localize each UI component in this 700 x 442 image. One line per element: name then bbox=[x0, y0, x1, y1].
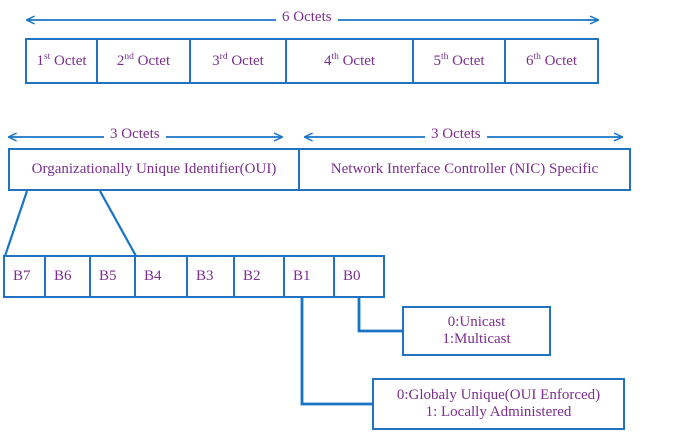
octet-suffix-1: st bbox=[43, 51, 51, 62]
callout-global-line-2: 1: Locally Administered bbox=[425, 404, 572, 420]
octet-label-3: 3rd Octet bbox=[212, 51, 264, 69]
callout-global-local[interactable]: 0:Globaly Unique(OUI Enforced) 1: Locall… bbox=[372, 378, 625, 430]
three-octets-label-nic: 3 Octets bbox=[425, 126, 487, 143]
bit-cell-b3[interactable]: B3 bbox=[186, 255, 233, 298]
bit-cell-b1[interactable]: B1 bbox=[283, 255, 333, 298]
oui-left-diagonal bbox=[3, 190, 29, 257]
octet-label-5: 5th Octet bbox=[433, 51, 485, 69]
octet-suffix-5: th bbox=[440, 51, 449, 62]
octet-cell-6[interactable]: 6th Octet bbox=[504, 38, 599, 84]
bit-cell-b6[interactable]: B6 bbox=[44, 255, 89, 298]
bit-label-b5: B5 bbox=[99, 268, 117, 285]
bit-cell-b2[interactable]: B2 bbox=[233, 255, 283, 298]
octet-suffix-6: th bbox=[533, 51, 541, 62]
bit-cell-b7[interactable]: B7 bbox=[3, 255, 44, 298]
callout-unicast-line-2: 1:Multicast bbox=[442, 331, 511, 347]
bit-cell-b5[interactable]: B5 bbox=[89, 255, 134, 298]
bit-label-b2: B2 bbox=[243, 268, 261, 285]
octet-cell-1[interactable]: 1st Octet bbox=[25, 38, 96, 84]
octet-cell-3[interactable]: 3rd Octet bbox=[189, 38, 285, 84]
octet-suffix-4: th bbox=[331, 51, 339, 62]
octet-label-4: 4th Octet bbox=[323, 51, 376, 69]
bit-label-b4: B4 bbox=[144, 268, 162, 285]
octet-suffix-2: nd bbox=[124, 51, 134, 62]
bit-label-b1: B1 bbox=[293, 268, 311, 285]
octet-label-1: 1st Octet bbox=[36, 51, 87, 69]
oui-box[interactable]: Organizationally Unique Identifier(OUI) bbox=[8, 148, 298, 191]
octet-cell-2[interactable]: 2nd Octet bbox=[96, 38, 189, 84]
callout-unicast-line-1: 0:Unicast bbox=[447, 314, 506, 331]
bit-cell-b4[interactable]: B4 bbox=[134, 255, 186, 298]
octet-cell-4[interactable]: 4th Octet bbox=[285, 38, 412, 84]
bit-label-b3: B3 bbox=[196, 268, 214, 285]
callout-global-line-1: 0:Globaly Unique(OUI Enforced) bbox=[396, 387, 601, 404]
octet-cell-5[interactable]: 5th Octet bbox=[412, 38, 504, 84]
three-octets-label-oui: 3 Octets bbox=[104, 126, 166, 143]
oui-right-diagonal bbox=[99, 190, 137, 257]
bit-cell-b0[interactable]: B0 bbox=[333, 255, 385, 298]
oui-label: Organizationally Unique Identifier(OUI) bbox=[31, 161, 277, 178]
bit-label-b6: B6 bbox=[54, 268, 72, 285]
nic-box[interactable]: Network Interface Controller (NIC) Speci… bbox=[298, 148, 631, 191]
b1-connector bbox=[300, 298, 374, 406]
six-octets-label: 6 Octets bbox=[276, 9, 338, 26]
callout-unicast-multicast[interactable]: 0:Unicast 1:Multicast bbox=[402, 306, 551, 356]
nic-label: Network Interface Controller (NIC) Speci… bbox=[330, 161, 599, 178]
b0-connector bbox=[357, 298, 404, 333]
octet-label-2: 2nd Octet bbox=[116, 51, 171, 69]
bit-label-b0: B0 bbox=[343, 268, 361, 285]
octet-label-6: 6th Octet bbox=[525, 51, 578, 69]
bit-label-b7: B7 bbox=[13, 268, 31, 285]
octet-suffix-3: rd bbox=[219, 51, 228, 62]
